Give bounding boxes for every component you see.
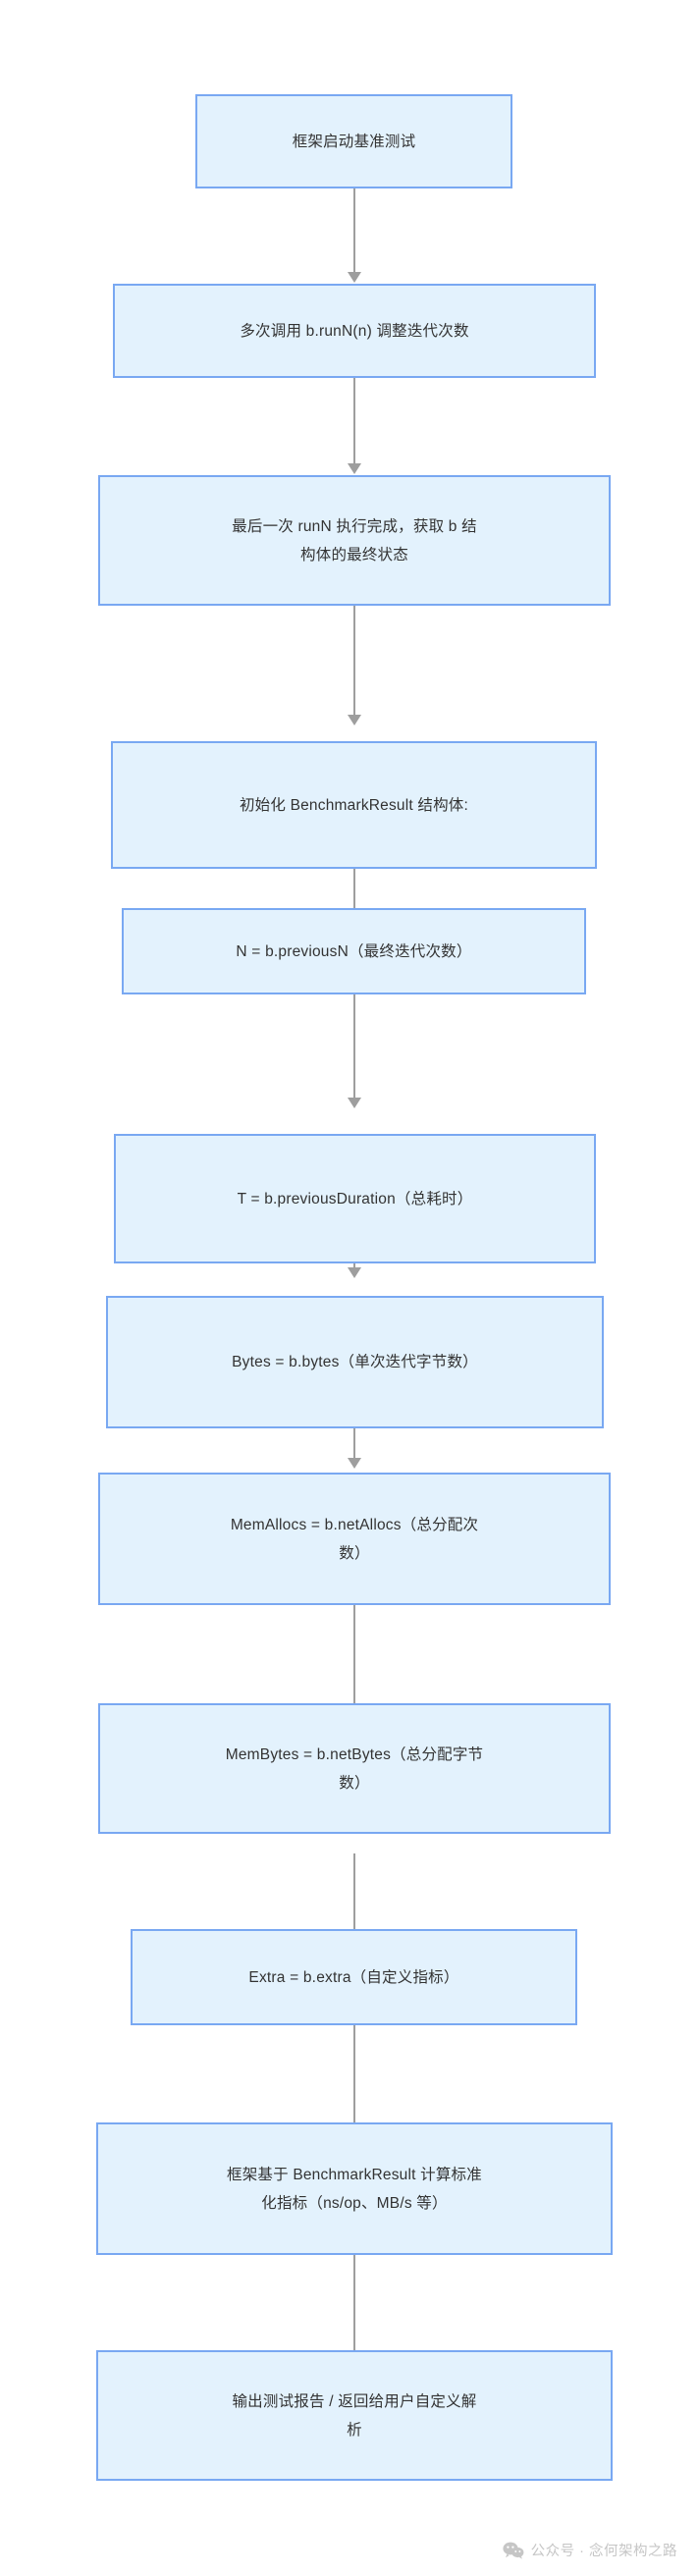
flow-node-field-memallocs[interactable]: MemAllocs = b.netAllocs（总分配次 数） <box>98 1473 611 1605</box>
edge-n9-n10 <box>353 1853 355 1929</box>
wechat-icon <box>503 2542 524 2559</box>
flow-node-final-runn-state[interactable]: 最后一次 runN 执行完成，获取 b 结 构体的最终状态 <box>98 475 611 606</box>
watermark-text: 公众号 · 念何架构之路 <box>530 2544 677 2559</box>
flow-node-field-membytes[interactable]: MemBytes = b.netBytes（总分配字节 数） <box>98 1703 611 1834</box>
flow-node-label: 多次调用 b.runN(n) 调整迭代次数 <box>240 322 469 340</box>
flow-node-output-report[interactable]: 输出测试报告 / 返回给用户自定义解 析 <box>96 2350 613 2481</box>
arrowhead-n6-n7 <box>348 1267 361 1278</box>
flow-node-label: Bytes = b.bytes（单次迭代字节数） <box>232 1354 478 1370</box>
flow-node-field-bytes[interactable]: Bytes = b.bytes（单次迭代字节数） <box>106 1296 604 1428</box>
flow-node-label: MemBytes = b.netBytes（总分配字节 数） <box>225 1745 484 1792</box>
edge-n8-n9 <box>353 1605 355 1705</box>
flow-node-init-benchmarkresult[interactable]: 初始化 BenchmarkResult 结构体: <box>111 741 597 869</box>
flow-node-field-n[interactable]: N = b.previousN（最终迭代次数） <box>122 908 586 994</box>
edge-n1-n2 <box>353 188 355 272</box>
flow-node-runn-loop[interactable]: 多次调用 b.runN(n) 调整迭代次数 <box>113 284 596 378</box>
arrowhead-n7-n8 <box>348 1458 361 1469</box>
flow-node-field-extra[interactable]: Extra = b.extra（自定义指标） <box>131 1929 577 2025</box>
flow-node-label: T = b.previousDuration（总耗时） <box>237 1190 473 1208</box>
flow-node-label: 框架启动基准测试 <box>292 133 416 150</box>
arrowhead-n3-n4 <box>348 715 361 725</box>
edge-n2-n3 <box>353 378 355 463</box>
flow-node-label: 初始化 BenchmarkResult 结构体: <box>239 796 469 814</box>
flow-node-label: MemAllocs = b.netAllocs（总分配次 数） <box>230 1516 479 1562</box>
flow-node-label: 输出测试报告 / 返回给用户自定义解 析 <box>232 2392 477 2439</box>
arrowhead-n1-n2 <box>348 272 361 283</box>
flow-node-label: 框架基于 BenchmarkResult 计算标准 化指标（ns/op、MB/s… <box>227 2166 482 2212</box>
edge-n5-n6 <box>353 994 355 1098</box>
edge-n11-n12 <box>353 2255 355 2350</box>
arrowhead-n2-n3 <box>348 463 361 474</box>
flow-node-label: 最后一次 runN 执行完成，获取 b 结 构体的最终状态 <box>232 517 477 564</box>
arrowhead-n5-n6 <box>348 1098 361 1108</box>
flow-node-start[interactable]: 框架启动基准测试 <box>195 94 512 188</box>
edge-n3-n4 <box>353 606 355 715</box>
watermark: 公众号 · 念何架构之路 <box>503 2540 677 2560</box>
flow-node-field-t[interactable]: T = b.previousDuration（总耗时） <box>114 1134 596 1263</box>
flow-node-compute-metrics[interactable]: 框架基于 BenchmarkResult 计算标准 化指标（ns/op、MB/s… <box>96 2122 613 2255</box>
flow-node-label: N = b.previousN（最终迭代次数） <box>236 942 472 960</box>
flow-node-label: Extra = b.extra（自定义指标） <box>248 1968 459 1986</box>
edge-n10-n11 <box>353 2025 355 2128</box>
